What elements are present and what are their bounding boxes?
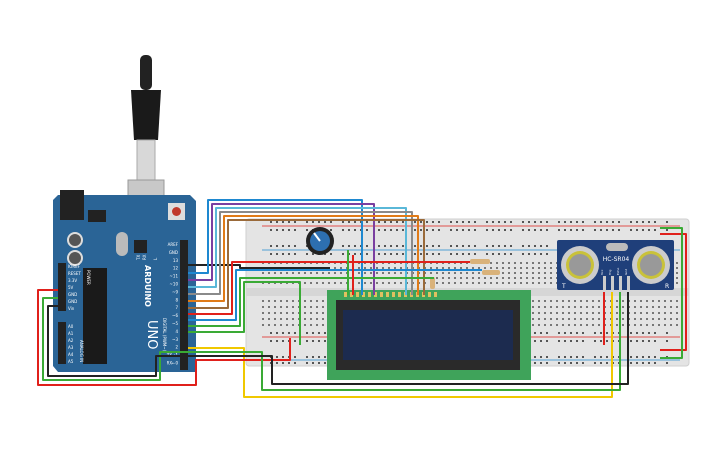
pin-label: ~5: [172, 321, 178, 326]
pin-label: 12: [173, 266, 179, 271]
lcd-pin: [356, 292, 359, 297]
pin-label: ~10: [170, 282, 179, 287]
lcd-pin: [380, 292, 383, 297]
pin-label: GND: [68, 292, 77, 297]
sensor-r-label: R: [665, 283, 669, 290]
sensor-pin: [611, 276, 614, 290]
lcd-pin: [374, 292, 377, 297]
lcd-pin: [350, 292, 353, 297]
resistors: [430, 259, 500, 289]
pin-label: A4: [68, 352, 74, 357]
lcd-pin: [398, 292, 401, 297]
sensor-pin-label: Trig: [608, 270, 612, 276]
pin-label: AREF: [168, 242, 179, 247]
led-rx-label: RX: [142, 254, 147, 260]
pin-label: ~11: [170, 274, 179, 279]
pin-label: GND: [169, 250, 178, 255]
pin-label: GND: [68, 299, 77, 304]
sensor-pin: [603, 276, 606, 290]
pin-label: 3.3V: [68, 278, 77, 283]
lcd-16x2[interactable]: [327, 290, 531, 380]
pin-label: A2: [68, 338, 74, 343]
potentiometer[interactable]: [306, 227, 334, 255]
lcd-pin: [434, 292, 437, 297]
pin-label: RESET: [68, 271, 81, 276]
sensor-t-label: T: [561, 283, 566, 290]
digital-header: [180, 240, 188, 370]
pin-label: ~9: [172, 289, 178, 294]
pin-label: RX←0: [167, 361, 179, 366]
sensor-pin-label: Echo: [616, 268, 620, 275]
lcd-pin: [428, 292, 431, 297]
pin-label: 5V: [68, 285, 74, 290]
power-jack: [60, 190, 84, 220]
lcd-pin: [344, 292, 347, 297]
digital-label: DIGITAL (PWM~): [162, 318, 167, 352]
lcd-pin: [386, 292, 389, 297]
pin-label: 4: [175, 329, 178, 334]
pin-label: 2: [175, 345, 178, 350]
pin-label: Vin: [68, 306, 75, 311]
pin-label: 8: [175, 297, 178, 302]
led-tx-label: TX: [136, 255, 141, 261]
pin-label: 13: [173, 258, 179, 263]
sensor-pin-label: Gnd: [624, 269, 628, 275]
power-header: [58, 263, 66, 311]
pin-label: A0: [68, 324, 74, 329]
pin-label: IOREF: [68, 264, 81, 269]
lcd-pin: [362, 292, 365, 297]
analog-label: ANALOG IN: [79, 340, 84, 362]
sensor-pin-label: Vcc: [600, 269, 604, 275]
sensor-model: HC-SR04: [603, 256, 630, 263]
power-label: POWER: [86, 270, 91, 285]
lcd-pin: [392, 292, 395, 297]
pin-label: A3: [68, 345, 74, 350]
sensor-pin: [619, 276, 622, 290]
hc-sr04-sensor[interactable]: HC-SR04 T R Vcc Trig Echo Gnd: [557, 240, 674, 290]
arduino-model: UNO: [144, 320, 159, 349]
led-l-label: L: [153, 257, 158, 260]
wires: [37, 199, 687, 398]
pin-label: A5: [68, 359, 74, 364]
pin-label: ~3: [172, 337, 178, 342]
analog-header: [58, 322, 66, 364]
pin-label: A1: [68, 331, 74, 336]
sensor-pin: [627, 276, 630, 290]
pin-label: 7: [175, 305, 178, 310]
pin-label: ~6: [172, 313, 178, 318]
lcd-pin: [368, 292, 371, 297]
microcontroller-chip: [83, 268, 107, 364]
lcd-screen: [343, 310, 513, 360]
arduino-brand: ARDUINO: [143, 265, 152, 307]
